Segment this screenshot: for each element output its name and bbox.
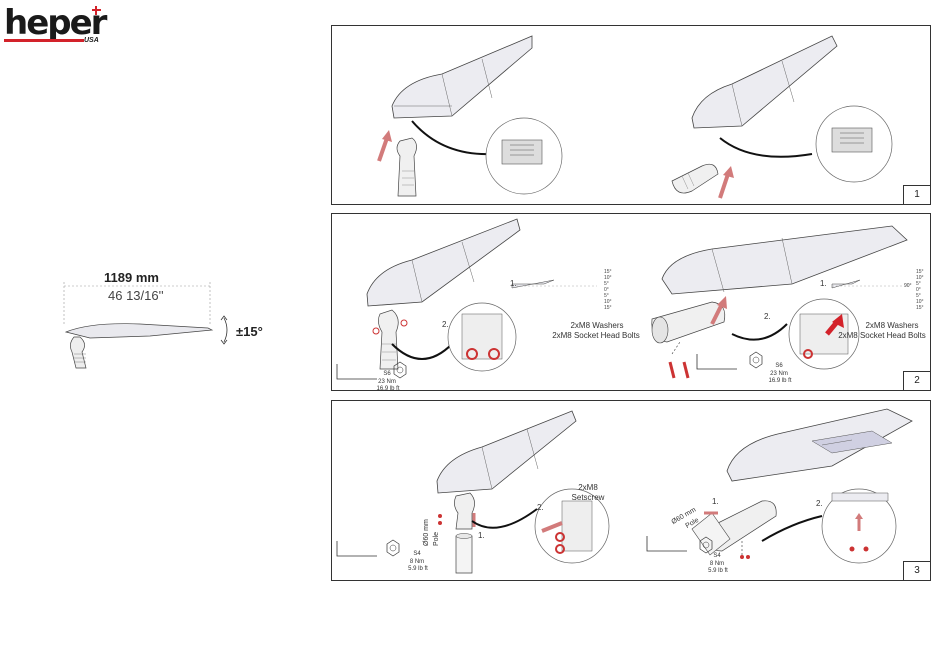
brand-underline: [4, 39, 84, 42]
step-2-right-key-size: S6: [775, 363, 783, 369]
step-3-left-screw2: Setscrew: [571, 493, 605, 502]
step-2-right-sub2: 2.: [764, 312, 771, 321]
step-2-right-washers: 2xM8 Washers: [865, 321, 919, 330]
dimension-metric: 1189 mm: [104, 270, 159, 285]
brand-name: heper: [4, 3, 107, 43]
brand-suffix: USA: [84, 37, 99, 44]
step-3-right-key-size: S4: [713, 553, 721, 559]
step-1-illustration: [377, 35, 893, 199]
step-2-right-zero-angle: 90°: [904, 283, 912, 289]
step-2-left-angles: 15° 10° 5° 0° 5° 10° 15°: [604, 269, 612, 311]
step-3-left-pole: Ø60 mm: [423, 519, 430, 546]
step-3-left-torque-imperial: 5.9 lb ft: [408, 566, 428, 572]
step-3-left-sub2: 2.: [537, 503, 544, 512]
step-2-illustration: [336, 218, 908, 380]
step-3-left-pole2: Pole: [433, 531, 440, 546]
plus-icon: [92, 6, 101, 15]
step-3-right-torque-imperial: 5.9 lb ft: [708, 568, 728, 574]
step-3-panel: 1. 2. 2xM8 Setscrew Ø60 mm Pole S4 8 Nm …: [331, 400, 931, 581]
dimension-drawing: [63, 282, 228, 369]
step-2-left-sub2: 2.: [442, 320, 449, 329]
step-3-right-sub1: 1.: [712, 497, 719, 506]
step-2-left-bolts: 2xM8 Socket Head Bolts: [552, 331, 640, 340]
step-2-left-washers: 2xM8 Washers: [570, 321, 624, 330]
step-2-number: 2: [903, 371, 930, 390]
brand-logo: heper USA: [4, 3, 107, 46]
step-2-left-torque: 23 Nm: [378, 379, 396, 385]
step-2-right-bolts: 2xM8 Socket Head Bolts: [838, 331, 926, 340]
step-2-left-torque-imperial: 16.9 lb ft: [376, 386, 400, 392]
step-3-left-torque: 8 Nm: [409, 559, 425, 565]
step-2-panel: 1. 2. 15° 10° 5° 0° 5° 10° 15° 2xM8 Wash…: [331, 213, 931, 392]
step-2-right-torque-imperial: 16.9 lb ft: [768, 378, 792, 384]
step-2-left-key-size: S6: [383, 371, 391, 377]
step-2-right-angles: 15° 10° 5° 0° 5° 10° 15°: [916, 269, 924, 311]
step-3-left-key-size: S4: [413, 551, 421, 557]
step-2-right-torque: 23 Nm: [770, 371, 788, 377]
step-2-right-sub1: 1.: [820, 279, 827, 288]
step-3-right-sub2: 2.: [816, 499, 823, 508]
step-3-left-sub1: 1.: [478, 531, 485, 540]
step-3-left-screw: 2xM8: [578, 483, 598, 492]
step-1-number: 1: [903, 185, 930, 204]
step-1-panel: 1: [331, 25, 931, 205]
dimension-imperial: 46 13/16'': [108, 288, 164, 303]
tilt-angle: ±15°: [236, 324, 263, 339]
step-2-left-sub1: 1.: [510, 279, 517, 288]
step-3-right-torque: 8 Nm: [709, 561, 725, 567]
step-3-number: 3: [903, 561, 930, 580]
step-3-illustration: [336, 408, 913, 574]
